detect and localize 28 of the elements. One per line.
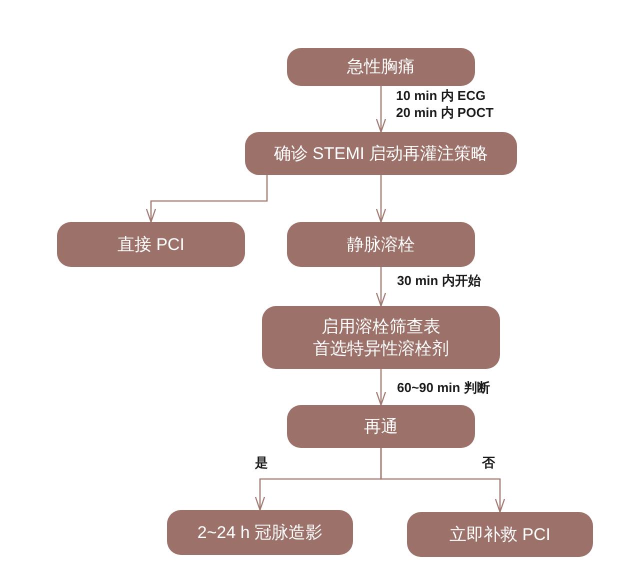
edge-label: 60~90 min 判断 (397, 380, 490, 397)
arrow (376, 369, 386, 406)
arrow (376, 175, 386, 223)
node-label: 急性胸痛 (347, 56, 415, 78)
process-box (407, 512, 593, 557)
process-box (287, 405, 475, 448)
edge-label: 否 (482, 455, 495, 472)
node-label: 2~24 h 冠脉造影 (197, 522, 323, 544)
node-label: 静脉溶栓 (347, 234, 415, 256)
node-label: 首选特异性溶栓剂 (313, 338, 449, 360)
arrow (146, 175, 268, 223)
node-label: 立即补救 PCI (449, 524, 551, 546)
edge-label: 30 min 内开始 (397, 273, 481, 290)
edge-label: 是 (255, 455, 268, 472)
process-box (245, 132, 517, 175)
process-box (287, 48, 475, 86)
arrow (376, 86, 386, 133)
node-label: 直接 PCI (117, 234, 185, 256)
arrow (376, 267, 386, 307)
edge-label: 10 min 内 ECG 20 min 内 POCT (396, 88, 495, 122)
process-box (287, 222, 475, 267)
node-label: 确诊 STEMI 启动再灌注策略 (274, 142, 488, 164)
process-box (262, 306, 500, 369)
process-box (57, 222, 245, 267)
arrow (380, 448, 506, 513)
process-box (167, 510, 353, 555)
node-label: 再通 (364, 416, 398, 438)
node-label: 启用溶栓筛查表 (322, 316, 440, 337)
